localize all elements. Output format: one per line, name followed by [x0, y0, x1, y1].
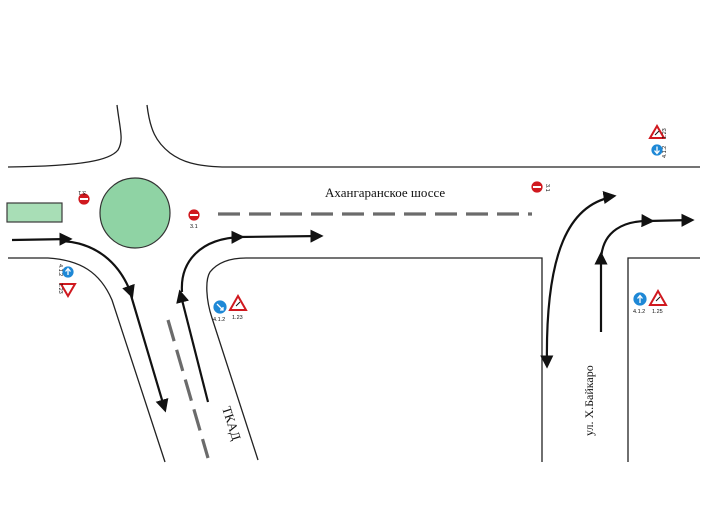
sign-group-top-right: 4.1.2 1.23	[648, 124, 668, 158]
road-edge-north-right	[146, 104, 700, 168]
traffic-arrows	[11, 190, 695, 413]
svg-text:3.1: 3.1	[544, 184, 550, 192]
keep-right-sign	[61, 265, 75, 279]
arrow-east-exit	[237, 229, 324, 243]
keep-right-sign	[650, 143, 664, 157]
road-edge-north-left	[7, 104, 122, 168]
warning-sign	[228, 293, 248, 311]
road-edge-tkad-right	[206, 257, 543, 462]
sign-group-right: 4.1.2 1.25	[632, 288, 668, 315]
roundabout-island	[99, 177, 171, 249]
warning-sign	[648, 124, 666, 139]
sign-group-tkad: 4.1.2 1.23	[212, 293, 248, 323]
svg-text:1.23: 1.23	[662, 128, 668, 139]
arrow-baikaro-southbound	[540, 195, 613, 369]
svg-text:1.23: 1.23	[57, 283, 63, 294]
arrow-turn-east-right	[599, 214, 655, 263]
highway-label: Ахангаранское шоссе	[325, 185, 445, 200]
sign-group-left: 4.1.2 1.23	[57, 264, 77, 298]
keep-right-sign	[632, 291, 648, 307]
arrow-turn-east	[180, 230, 245, 293]
no-entry-sign-top-left: 3.1	[77, 189, 91, 206]
tkad-label: ТКАД	[219, 404, 244, 442]
arrow-tkad-up	[176, 289, 210, 403]
road-edges	[7, 104, 700, 463]
svg-text:1.25: 1.25	[652, 309, 663, 315]
arrow-east-right-exit	[647, 213, 695, 227]
road-edge-south-west	[8, 257, 166, 463]
bus-stop-area	[6, 202, 63, 223]
warning-sign	[59, 283, 77, 298]
baikaro-label: ул. Х.Байкаро	[582, 365, 596, 436]
arrow-south-exit	[128, 291, 169, 413]
arrow-to-southbound-start	[602, 190, 617, 205]
svg-text:3.1: 3.1	[190, 224, 198, 230]
arrow-west-entry	[11, 232, 73, 246]
road-edge-baikaro-right	[627, 257, 700, 462]
svg-text:4.1.2: 4.1.2	[57, 264, 63, 276]
no-entry-sign-highway: 3.1	[530, 180, 550, 194]
warning-sign	[648, 288, 668, 306]
svg-text:4.1.2: 4.1.2	[633, 309, 645, 315]
svg-text:4.1.2: 4.1.2	[662, 146, 668, 158]
svg-text:3.1: 3.1	[78, 189, 86, 195]
svg-text:4.1.2: 4.1.2	[213, 317, 225, 323]
tkad-lane-marking	[166, 319, 210, 459]
no-entry-sign-roundabout: 3.1	[187, 208, 201, 230]
svg-text:1.23: 1.23	[232, 315, 243, 321]
arrow-roundabout-down	[59, 239, 135, 299]
keep-right-sign	[212, 299, 228, 315]
